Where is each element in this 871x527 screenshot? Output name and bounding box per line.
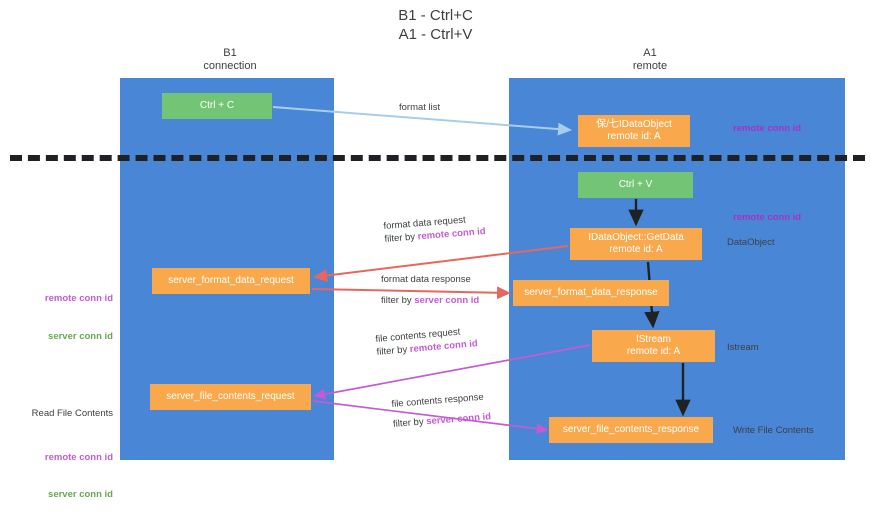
filter-key-server-conn-id: server conn id: [414, 295, 480, 306]
legend-read-label: Read File Contents: [31, 408, 113, 419]
filter-prefix: filter by: [381, 295, 415, 306]
node-server-file-contents-response[interactable]: server_file_contents_response: [549, 417, 713, 443]
flow-label-file-contents-response-text: file contents response: [391, 391, 485, 410]
legend-conn-ids: remote conn id server conn id: [0, 268, 113, 368]
note-remote-conn-id-top: remote conn id: [733, 123, 802, 134]
column-header-a1: A1 remote: [632, 47, 668, 72]
note-istream: Istream: [727, 342, 759, 353]
column-header-b1: B1 connection: [203, 47, 257, 72]
node-ctrl-v[interactable]: Ctrl + V: [578, 172, 693, 198]
node-server-format-data-request[interactable]: server_format_data_request: [152, 268, 310, 294]
flow-label-format-data-response-filter: filter by server conn id: [381, 294, 479, 307]
flow-label-format-data-response-text: format data response: [381, 274, 471, 285]
legend-server-conn-id-2: server conn id: [48, 489, 113, 500]
note-dataobject: DataObject: [727, 237, 775, 248]
node-ctrl-c[interactable]: Ctrl + C: [162, 93, 272, 119]
page-title: B1 - Ctrl+C A1 - Ctrl+V: [398, 7, 473, 43]
node-istream[interactable]: IStream remote id: A: [592, 330, 715, 362]
flow-label-file-contents-response-filter: filter by server conn id: [393, 410, 492, 431]
node-idataobject-getdata[interactable]: IDataObject::GetData remote id: A: [570, 228, 702, 260]
legend-read-file-contents: Read File Contents remote conn id server…: [0, 383, 113, 527]
node-server-format-data-response[interactable]: server_format_data_response: [513, 280, 669, 306]
node-idataobject[interactable]: 保/七IDataObject remote id: A: [578, 115, 690, 147]
legend-remote-conn-id-2: remote conn id: [44, 451, 113, 463]
flow-label-format-data-request: format data request filter by remote con…: [383, 212, 486, 246]
flow-label-format-list-text: format list: [399, 102, 441, 113]
note-remote-conn-id-mid: remote conn id: [733, 212, 802, 223]
note-write-file-contents: Write File Contents: [733, 425, 814, 436]
filter-prefix: filter by: [392, 416, 427, 430]
node-server-file-contents-request[interactable]: server_file_contents_request: [150, 384, 311, 410]
flow-label-format-list: format list: [399, 101, 440, 114]
diagram-canvas: B1 - Ctrl+C A1 - Ctrl+V B1 connection A1…: [0, 7, 865, 500]
filter-key-server-conn-id: server conn id: [425, 411, 492, 428]
filter-prefix: filter by: [376, 344, 411, 358]
legend-server-conn-id: server conn id: [48, 330, 113, 342]
legend-remote-conn-id: remote conn id: [44, 293, 113, 304]
filter-prefix: filter by: [384, 231, 419, 245]
phase-divider: [10, 155, 865, 161]
flow-label-format-data-response: format data response filter by server co…: [381, 273, 479, 307]
flow-label-file-contents-response: file contents response filter by server …: [391, 390, 492, 431]
flow-label-file-contents-request: file contents request filter by remote c…: [375, 324, 478, 359]
